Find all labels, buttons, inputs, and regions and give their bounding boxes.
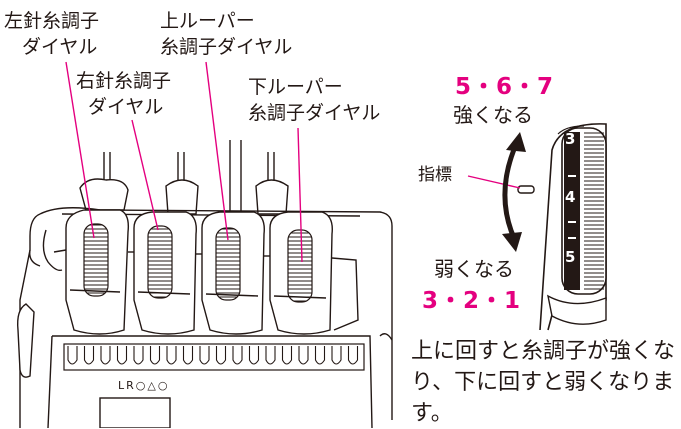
guide-tooth <box>133 346 144 365</box>
upper-looper-label-line1: 上ルーパー <box>160 10 255 32</box>
lower-looper-label-line2: 糸調子ダイヤル <box>248 102 381 124</box>
guide-teeth-row <box>63 343 365 371</box>
serger-body <box>16 140 393 428</box>
guide-tooth <box>83 346 95 365</box>
guide-tooth <box>331 346 342 365</box>
guide-tooth <box>215 346 227 365</box>
guide-tooth <box>100 346 111 365</box>
indicator-label: 指標 <box>418 165 452 185</box>
machine-guide-letters: LR○△○ <box>118 379 170 392</box>
guide-tooth <box>265 346 276 365</box>
dial-number-4: 4 <box>565 188 576 206</box>
guide-tooth <box>232 346 243 365</box>
caption-text: 上に回すと糸調子が強くなり、下に回すと弱くなります。 <box>411 339 676 426</box>
guide-tooth <box>182 346 194 365</box>
stronger-label: 強くなる <box>453 103 533 127</box>
guide-tooth <box>281 346 293 365</box>
weaker-label: 弱くなる <box>434 257 514 281</box>
left-needle-label-line2: ダイヤル <box>22 36 98 58</box>
guide-tooth <box>298 346 309 365</box>
tension-dials <box>83 223 313 303</box>
lower-looper-label-line1: 下ルーパー <box>248 76 343 98</box>
guide-tooth <box>347 346 359 365</box>
guide-tooth <box>149 346 161 365</box>
dial-number-5: 5 <box>565 248 576 266</box>
dial-number-3: 3 <box>565 130 576 148</box>
upper-looper-label-line2: 糸調子ダイヤル <box>160 36 293 58</box>
weaker-numbers: 3・2・1 <box>422 288 522 314</box>
left-needle-label-line1: 左針糸調子 <box>4 10 100 32</box>
direction-arrow <box>502 132 526 252</box>
right-needle-label-line1: 右針糸調子 <box>76 70 172 92</box>
guide-tooth <box>199 346 210 365</box>
right-needle-label-line2: ダイヤル <box>88 96 164 118</box>
guide-tooth <box>314 346 326 365</box>
magnified-dial <box>467 123 607 331</box>
label-leader-lines <box>65 61 303 263</box>
guide-tooth <box>116 346 128 365</box>
guide-tooth <box>67 346 78 365</box>
stronger-numbers: 5・6・7 <box>455 74 555 100</box>
guide-tooth <box>248 346 260 365</box>
guide-tooth <box>166 346 177 365</box>
